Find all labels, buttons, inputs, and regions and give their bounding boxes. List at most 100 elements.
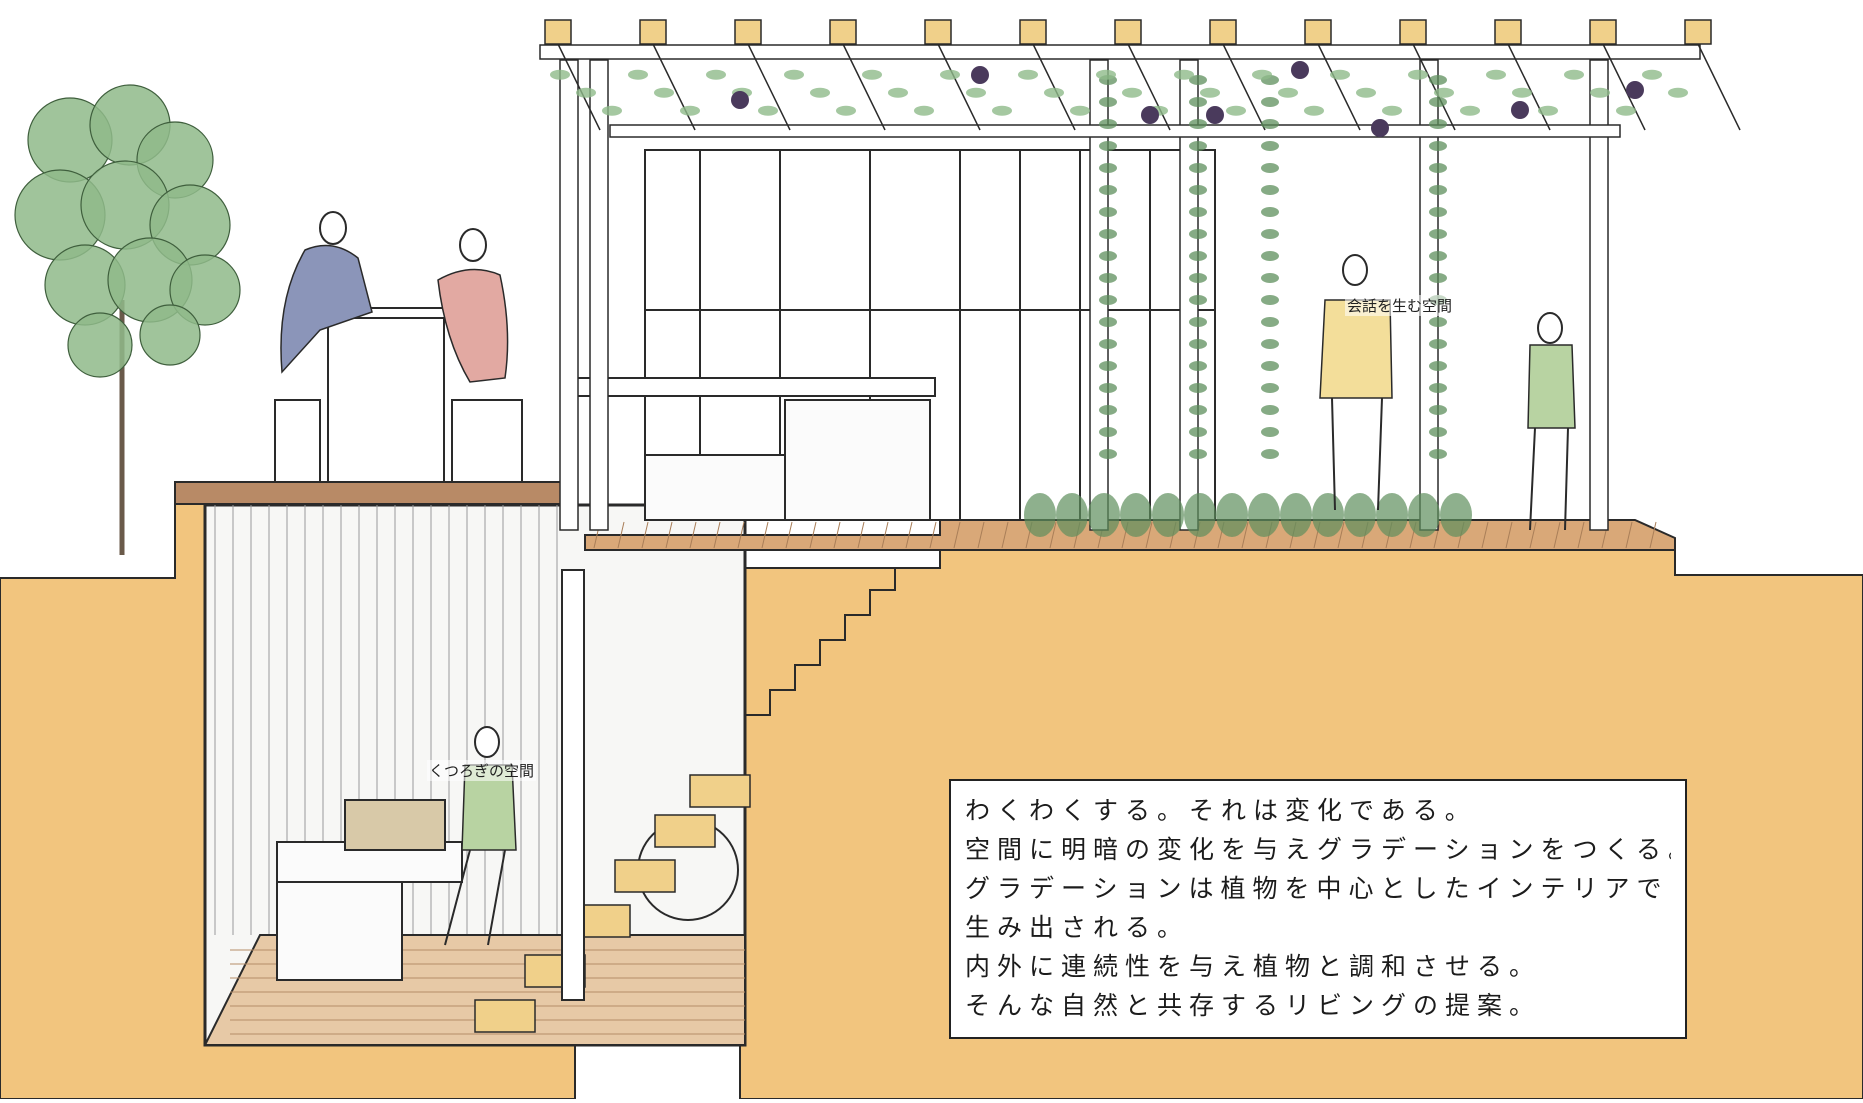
vine-leaf xyxy=(1356,87,1376,98)
deck-board xyxy=(1001,521,1009,549)
garden-plant xyxy=(1152,493,1184,537)
person-head xyxy=(1342,254,1368,286)
vine-leaf xyxy=(1099,97,1117,107)
vine-leaf xyxy=(1189,383,1207,393)
beam-end-cap xyxy=(1399,19,1427,45)
support-column xyxy=(561,569,585,1001)
garden-plant xyxy=(1024,493,1056,537)
rafter xyxy=(1412,43,1456,131)
vine-leaf xyxy=(1099,273,1117,283)
upper-deck xyxy=(174,481,576,505)
grape-cluster xyxy=(1141,106,1159,124)
vine-leaf xyxy=(1434,87,1454,98)
vine-leaf xyxy=(1261,229,1279,239)
vine-leaf xyxy=(1261,141,1279,151)
description-line: グラデーションは植物を中心としたインテリアで xyxy=(965,874,1669,903)
deck-board xyxy=(977,521,985,549)
label-relaxation-space: くつろぎの空間 xyxy=(427,760,537,781)
beam-end-cap xyxy=(734,19,762,45)
person-legs xyxy=(444,849,506,946)
person-head xyxy=(474,726,500,758)
person-legs xyxy=(1529,427,1569,531)
person-head xyxy=(319,211,347,245)
person-pink-shirt xyxy=(437,268,509,383)
vine-leaf xyxy=(1099,207,1117,217)
vine-leaf xyxy=(1261,163,1279,173)
stair-profile xyxy=(740,567,940,741)
vine-leaf xyxy=(1099,185,1117,195)
vine-leaf xyxy=(1099,295,1117,305)
rafter xyxy=(652,43,696,131)
vine-leaf xyxy=(1189,339,1207,349)
vine-leaf xyxy=(576,87,596,98)
vine-leaf xyxy=(1668,87,1688,98)
deck-board xyxy=(617,521,625,549)
beam-end-cap xyxy=(639,19,667,45)
stair-tread xyxy=(689,774,751,808)
vine-leaf xyxy=(1261,317,1279,327)
vine-leaf xyxy=(1226,105,1246,116)
vine-leaf xyxy=(1099,339,1117,349)
kitchen-counter xyxy=(644,454,786,521)
garden-plant xyxy=(1248,493,1280,537)
vine-leaf xyxy=(1261,339,1279,349)
grape-cluster xyxy=(1626,81,1644,99)
vine-leaf xyxy=(1018,69,1038,80)
person-legs xyxy=(1331,397,1383,511)
stair-tread xyxy=(474,999,536,1033)
tree-canopy xyxy=(14,84,241,378)
vine-leaf xyxy=(1189,251,1207,261)
vine-leaf xyxy=(1189,229,1207,239)
garden-plant xyxy=(1056,493,1088,537)
stair-tread xyxy=(654,814,716,848)
vine-leaf xyxy=(784,69,804,80)
vine-leaf xyxy=(1429,449,1447,459)
deck-board xyxy=(1433,521,1441,549)
vine-leaf xyxy=(1512,87,1532,98)
beam-end-cap xyxy=(1114,19,1142,45)
vine-leaf xyxy=(654,87,674,98)
vine-leaf xyxy=(1261,405,1279,415)
vine-leaf xyxy=(1429,185,1447,195)
vine-leaf xyxy=(1189,295,1207,305)
rafter xyxy=(1507,43,1551,131)
description-line: 内外に連続性を与え植物と調和させる。 xyxy=(965,952,1542,981)
deck-board xyxy=(1505,521,1513,549)
deck-board xyxy=(1337,521,1345,549)
foliage-clump xyxy=(169,254,241,326)
vine-leaf xyxy=(1200,87,1220,98)
description-line: 空間に明暗の変化を与えグラデーションをつくる。 xyxy=(965,835,1671,864)
deck-board xyxy=(1649,521,1657,549)
pergola-beam xyxy=(539,44,1701,60)
deck-board xyxy=(1625,521,1633,549)
rafter xyxy=(1222,43,1266,131)
vine-leaf xyxy=(1189,75,1207,85)
vine-leaf xyxy=(1429,163,1447,173)
deck-board xyxy=(1529,521,1537,549)
vine-leaf xyxy=(1642,69,1662,80)
foliage-clump xyxy=(139,304,201,366)
label-conversation-space: 会話を生む空間 xyxy=(1345,295,1455,316)
vine-leaf xyxy=(810,87,830,98)
kitchen-cabinet xyxy=(784,399,931,521)
deck-board xyxy=(713,521,721,549)
vine-leaf xyxy=(1429,361,1447,371)
vine-leaf xyxy=(1099,229,1117,239)
garden-plant xyxy=(1344,493,1376,537)
vine-leaf xyxy=(1189,449,1207,459)
rafter xyxy=(1602,43,1646,131)
vine-leaf xyxy=(1099,405,1117,415)
vine-leaf xyxy=(1189,141,1207,151)
vine-leaf xyxy=(1099,317,1117,327)
grape-cluster xyxy=(731,91,749,109)
grape-cluster xyxy=(1291,61,1309,79)
rafter xyxy=(937,43,981,131)
vine-leaf xyxy=(1189,119,1207,129)
vine-leaf xyxy=(1099,383,1117,393)
rafter xyxy=(1127,43,1171,131)
vine-leaf xyxy=(1429,141,1447,151)
vine-leaf xyxy=(1122,87,1142,98)
grape-cluster xyxy=(1511,101,1529,119)
deck-board xyxy=(737,521,745,549)
vine-leaf xyxy=(1429,427,1447,437)
